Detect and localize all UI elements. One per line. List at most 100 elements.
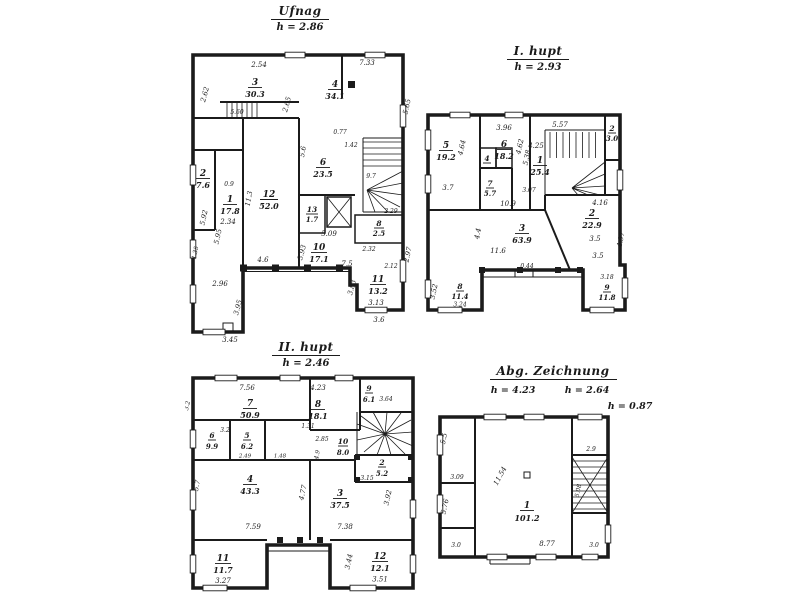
dim-label: 3.2: [185, 400, 192, 411]
dim-label: 3.2: [220, 427, 230, 434]
dim-label: 3.51: [372, 576, 388, 584]
room-area: 25.4: [529, 167, 550, 177]
plan1-stairs: [226, 102, 404, 213]
room-area: 63.9: [512, 235, 532, 245]
window-icon: [504, 111, 524, 119]
dim-label: 7.5: [341, 260, 353, 268]
room-area: 50.9: [240, 410, 260, 420]
window-icon: [581, 553, 599, 561]
window-icon: [436, 494, 444, 514]
room-area: 11.8: [598, 293, 615, 302]
room-area: 18.2: [494, 151, 514, 161]
room-area: 5.2: [376, 469, 388, 478]
plan4-walls: [438, 415, 610, 565]
room-number: 2: [199, 169, 206, 179]
dim-label: 3.93: [296, 243, 308, 261]
dim-label: 2.9: [585, 446, 596, 453]
room-area: 43.3: [240, 486, 260, 496]
plan2-title-block: I. hupt h = 2.93: [478, 40, 598, 73]
height-note: h = 2.93: [514, 62, 562, 73]
room-area: 7.6: [196, 180, 210, 190]
room-number: 3: [519, 224, 525, 234]
room-number: 10: [338, 437, 349, 446]
room-area: 5.7: [484, 189, 496, 198]
plan2-windows: [424, 111, 629, 314]
dim-label: 10.9: [500, 200, 516, 208]
dim-label: 9.7: [366, 173, 376, 180]
plan1-walls: [191, 53, 405, 334]
room-number: 4: [247, 475, 253, 485]
window-icon: [486, 553, 508, 561]
dim-label: 7.56: [239, 384, 255, 392]
window-icon: [202, 328, 226, 336]
room-area: 19.2: [436, 152, 456, 162]
dim-label: 5.6: [298, 145, 308, 158]
room-number: 10: [313, 243, 326, 253]
dim-label: 3.18: [600, 274, 614, 281]
plan2-stairs: [544, 129, 606, 196]
height-note: h = 2.86: [276, 22, 324, 33]
dim-label: 2.97: [402, 246, 413, 264]
plan2-drawing: 5 19.2 4.64 3.7 3.96 6 18.2 4.62 4 7 5.7…: [424, 111, 629, 314]
dim-label: 4.77: [297, 484, 308, 502]
dim-label: 1.35: [191, 245, 201, 260]
plan1-windows: [189, 51, 407, 336]
dim-label: 4.62: [514, 138, 525, 156]
room-number: 7: [247, 399, 254, 409]
window-icon: [399, 259, 407, 283]
window-icon: [284, 51, 306, 59]
height-note: h = 2.46: [282, 358, 330, 369]
plan2-walls: [426, 113, 627, 312]
room-area: 8.0: [337, 448, 349, 457]
dim-label: 3.0: [589, 542, 599, 549]
dim-label: 3.7: [442, 184, 454, 192]
dim-label: 1.48: [274, 454, 287, 460]
room-area: 2.5: [372, 229, 385, 238]
dim-label: 2.29: [383, 208, 398, 215]
dim-label: 7.59: [245, 523, 261, 531]
room-number: 5: [244, 431, 249, 440]
dim-label: 2.85: [314, 436, 329, 443]
room-number: 6: [320, 158, 327, 168]
height-note: h = 4.23: [490, 385, 536, 396]
dim-label: 1.31: [301, 423, 314, 430]
dim-label: 5.76: [440, 498, 451, 515]
room-area: 17.8: [220, 206, 240, 216]
window-icon: [535, 553, 557, 561]
dim-label: 1.42: [344, 142, 358, 149]
window-icon: [279, 374, 301, 382]
window-icon: [424, 129, 432, 151]
window-icon: [202, 584, 228, 592]
room-area: 17.1: [309, 254, 328, 264]
room-area: 11.7: [213, 565, 233, 575]
room-number: 1: [227, 195, 233, 205]
dim-label: 3.24: [453, 302, 467, 309]
room-number: 8: [315, 400, 322, 410]
dim-label: 5.60: [230, 109, 244, 116]
room-number: 8: [457, 282, 463, 291]
plan-title: Ufnag: [271, 4, 329, 20]
room-number: 8: [376, 219, 382, 228]
dim-label: 3.45: [222, 336, 238, 344]
plan-title: I. hupt: [506, 44, 570, 60]
room-number: 5: [443, 141, 449, 151]
plan3-pillars: [277, 455, 413, 543]
dim-label: 3.15: [360, 475, 374, 482]
dim-label: 7.38: [337, 523, 353, 531]
room-number: 9: [604, 283, 610, 292]
plan4-drawing: 5.5 3.09 11.54 5.76 3.0 1 101.2 8.77 3.0…: [436, 413, 612, 565]
dim-label: 11.54: [492, 465, 508, 486]
dim-label: 5.09: [321, 230, 337, 238]
dim-label: 3.64: [379, 396, 393, 403]
window-icon: [364, 51, 386, 59]
window-icon: [409, 554, 417, 574]
room-number: 2: [378, 458, 384, 467]
plan4-labels: 5.5 3.09 11.54 5.76 3.0 1 101.2 8.77 3.0…: [439, 432, 599, 549]
dim-label: 4.23: [309, 384, 326, 392]
window-icon: [589, 306, 615, 314]
dim-label: 3.0: [451, 542, 461, 549]
room-number: 12: [263, 190, 276, 200]
plan1-title-block: Ufnag h = 2.86: [238, 0, 362, 33]
dim-label: 4.16: [591, 199, 608, 207]
